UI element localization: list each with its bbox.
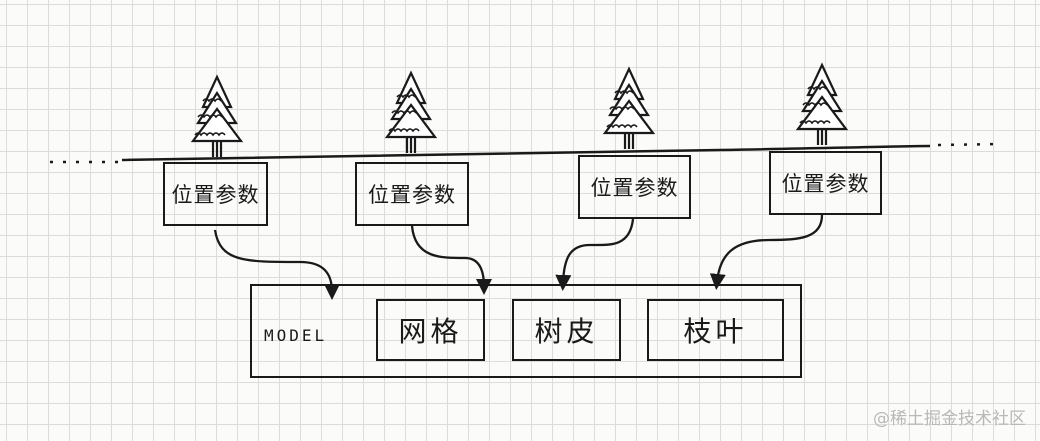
ground-line [121,144,931,162]
model-box [250,284,802,378]
param-box-2: 位置参数 [355,162,469,226]
part-mesh: 网格 [376,299,485,361]
part-bark: 树皮 [512,299,621,361]
param-box-1: 位置参数 [163,162,268,226]
tree-icon [385,71,437,155]
part-leaves: 枝叶 [647,299,784,361]
param-box-4: 位置参数 [769,151,882,215]
arrow-2 [410,225,493,296]
tree-icon [796,63,848,147]
arrow-1 [213,229,341,301]
param-box-3: 位置参数 [578,155,691,219]
arrow-3 [555,218,635,292]
ground-dots-right [937,142,1001,147]
watermark-text: @稀土掘金技术社区 [873,409,1026,429]
watermark: @稀土掘金技术社区 [873,404,1026,429]
tree-icon [191,75,243,159]
arrow-4 [709,214,824,291]
model-label: MODEL [264,326,328,345]
tree-icon [603,67,655,151]
